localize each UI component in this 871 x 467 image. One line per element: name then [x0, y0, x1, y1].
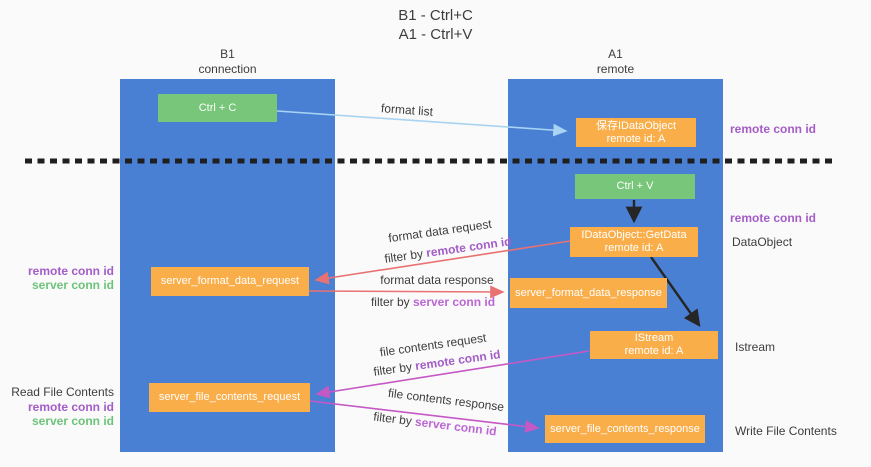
server-format-data-response-label: server_format_data_response — [515, 286, 662, 299]
server-format-data-request-node: server_format_data_request — [151, 267, 309, 296]
annotation-remote-conn-id-2: remote conn id — [27, 400, 114, 414]
annotation-remote-conn-id-top: remote conn id — [730, 122, 817, 136]
title-line-2: A1 - Ctrl+V — [398, 26, 473, 43]
annotation-istream: Istream — [735, 340, 776, 354]
server-file-contents-request-label: server_file_contents_request — [158, 391, 301, 403]
server-format-data-response-node: server_format_data_response — [510, 278, 667, 308]
idataobject-getdata-node: IDataObject::GetData remote id: A — [570, 227, 698, 257]
lane-a1-name: A1 — [608, 47, 623, 61]
lane-a1-role: remote — [596, 62, 635, 76]
annotation-write-file-contents: Write File Contents — [735, 424, 837, 438]
lane-header-b1: B1 connection — [120, 47, 335, 77]
istream-node: IStream remote id: A — [590, 331, 718, 359]
ctrl-c-node: Ctrl + C — [158, 94, 277, 122]
annotation-read-file-contents: Read File Contents — [11, 385, 114, 399]
annotation-server-conn-id-2: server conn id — [31, 414, 114, 428]
getdata-line1: IDataObject::GetData — [581, 229, 687, 241]
annotation-dataobject: DataObject — [732, 235, 793, 249]
format-data-request-arrow — [314, 240, 571, 285]
istream-line2: remote id: A — [624, 345, 684, 357]
ctrl-v-label: Ctrl + V — [616, 180, 654, 192]
lane-header-a1: A1 remote — [508, 47, 723, 77]
lane-b1-name: B1 — [220, 47, 235, 61]
title-line-1: B1 - Ctrl+C — [398, 7, 473, 24]
format-data-response-filter: filter by server conn id — [371, 295, 495, 309]
ctrl-c-label: Ctrl + C — [198, 101, 237, 114]
diagram-title: B1 - Ctrl+C A1 - Ctrl+V — [0, 6, 871, 44]
file-contents-request-arrow — [315, 350, 590, 399]
server-format-data-request-label: server_format_data_request — [160, 275, 300, 287]
getdata-to-istream-arrow — [650, 256, 701, 327]
server-file-contents-response-node: server_file_contents_response — [545, 415, 705, 443]
ctrl-v-node: Ctrl + V — [575, 174, 695, 199]
server-file-contents-request-node: server_file_contents_request — [149, 383, 310, 412]
getdata-line2: remote id: A — [604, 242, 664, 254]
save-idataobject-node: 保存IDataObject remote id: A — [576, 118, 696, 147]
format-list-arrow — [276, 110, 568, 137]
annotation-remote-conn-id-1: remote conn id — [27, 264, 114, 278]
save-idataobject-line2: remote id: A — [606, 132, 666, 145]
annotation-server-conn-id-1: server conn id — [31, 278, 114, 292]
annotation-remote-conn-id-mid: remote conn id — [730, 211, 817, 225]
format-data-response-arrow — [308, 285, 505, 299]
save-idataobject-line1: 保存IDataObject — [595, 119, 677, 132]
file-contents-response-arrow — [309, 400, 540, 433]
server-conn-id-key: server conn id — [412, 295, 496, 309]
format-data-response-label: format data response — [380, 273, 494, 287]
istream-line1: IStream — [634, 332, 674, 344]
server-file-contents-response-label: server_file_contents_response — [550, 422, 700, 435]
lane-b1-role: connection — [198, 62, 257, 76]
filter-by-text: filter by — [370, 295, 413, 309]
